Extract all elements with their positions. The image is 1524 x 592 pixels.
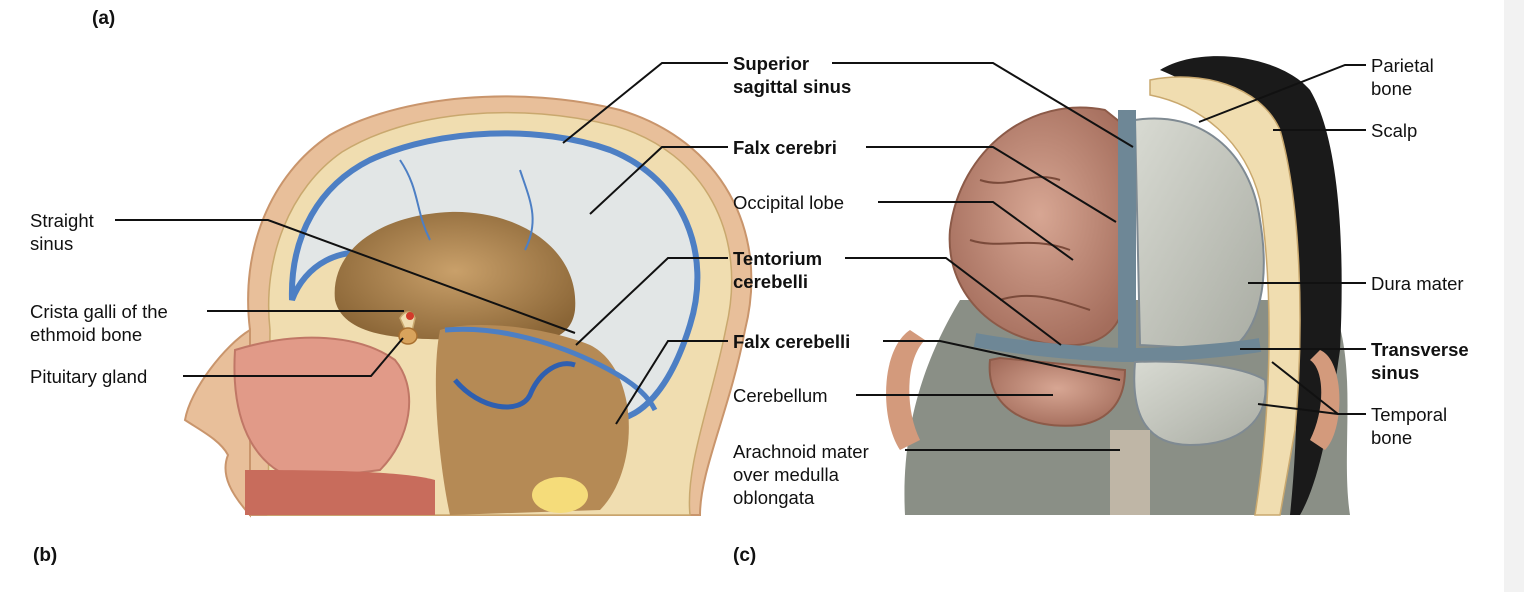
- medulla-shape: [1110, 430, 1150, 515]
- pituitary-gland-shape: [398, 327, 418, 345]
- leader-lines: [115, 62, 1366, 451]
- label-occipital-lobe: Occipital lobe: [733, 192, 845, 213]
- posterior-dissection-illustration: [886, 56, 1350, 516]
- label-tentorium-cerebelli: Tentorium cerebelli: [733, 248, 823, 292]
- dura-mater-surface: [1133, 117, 1265, 352]
- superior-sagittal-sinus-strip: [1118, 110, 1136, 360]
- great-cerebral-vein: [453, 361, 576, 410]
- sagittal-section-illustration: [183, 95, 753, 518]
- label-pituitary-gland: Pituitary gland: [30, 366, 148, 387]
- label-cerebellum: Cerebellum: [733, 385, 828, 406]
- hair: [1160, 56, 1342, 515]
- right-scroll-strip: [1504, 0, 1524, 592]
- cerebellum-shape: [988, 356, 1127, 427]
- brain-lower-cavity: [435, 325, 629, 515]
- panel-label-a: (a): [92, 8, 116, 29]
- oral-cavity: [245, 470, 435, 515]
- occipital-cortex: [948, 106, 1132, 347]
- panel-label-c: (c): [733, 545, 757, 566]
- label-falx-cerebelli: Falx cerebelli: [733, 331, 851, 352]
- label-scalp: Scalp: [1371, 120, 1418, 141]
- label-arachnoid-mater: Arachnoid mater over medulla oblongata: [733, 441, 869, 508]
- label-dura-mater: Dura mater: [1371, 273, 1464, 294]
- label-transverse-sinus: Transverse sinus: [1371, 339, 1469, 383]
- scalp-bone-rim: [1149, 76, 1301, 516]
- nasal-cavity: [233, 336, 411, 482]
- label-parietal-bone: Parietal bone: [1371, 55, 1434, 99]
- label-superior-sagittal-sinus: Superior sagittal sinus: [733, 53, 852, 97]
- transverse-sinus-strip: [973, 333, 1262, 363]
- label-straight-sinus: Straight sinus: [30, 210, 94, 254]
- straight-sinus-vessel: [444, 326, 658, 412]
- label-temporal-bone: Temporal bone: [1371, 404, 1448, 448]
- panel-label-b: (b): [33, 545, 58, 566]
- label-crista-galli: Crista galli of the ethmoid bone: [30, 301, 168, 345]
- dura-cerebellum: [1133, 360, 1267, 447]
- label-falx-cerebri: Falx cerebri: [733, 137, 837, 158]
